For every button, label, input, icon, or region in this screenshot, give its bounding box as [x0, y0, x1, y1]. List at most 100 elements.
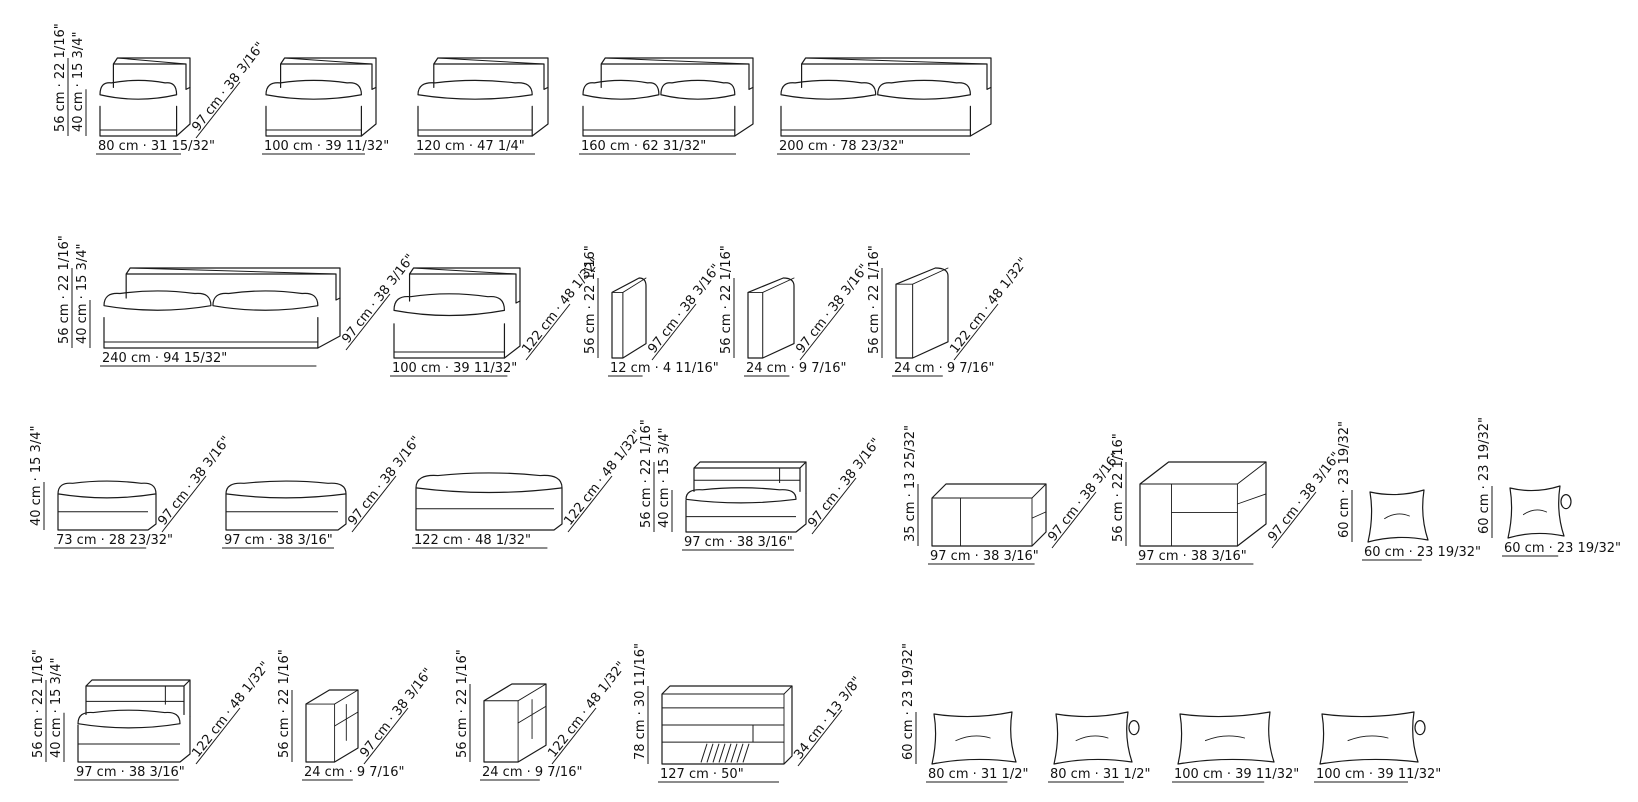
- backrest: [280, 57, 377, 90]
- cabinet-hatch-6: [736, 743, 744, 763]
- height-label: 56 cm · 22 1/16": [31, 649, 46, 758]
- seat-cushion: [417, 79, 533, 100]
- depth-dimension-line: [1271, 491, 1317, 549]
- item-panel-9: 24 cm · 9 7/16"56 cm · 22 1/16"122 cm · …: [867, 245, 1031, 377]
- item-sofa-2: 120 cm · 47 1/4": [414, 57, 549, 155]
- seat-cushion: [877, 79, 971, 100]
- seat-cushion: [57, 480, 157, 499]
- width-label: 73 cm · 28 23/32": [56, 533, 173, 548]
- item-sofa-5: 240 cm · 94 15/32"40 cm · 15 3/4"56 cm ·…: [57, 235, 418, 367]
- height-label: 56 cm · 22 1/16": [53, 23, 68, 132]
- cabinet-body: [661, 685, 793, 765]
- item-cushion-22: 80 cm · 31 1/2" 60 cm · 23 19/32": [901, 643, 1028, 783]
- sofa-base-side: [503, 300, 521, 359]
- sofa-base-side: [734, 86, 754, 137]
- width-label: 80 cm · 31 1/2": [928, 767, 1028, 782]
- sofa-base: [417, 105, 533, 137]
- item-panel-8: 24 cm · 9 7/16"56 cm · 22 1/16"97 cm · 3…: [719, 245, 872, 377]
- width-label: 24 cm · 9 7/16": [482, 765, 582, 780]
- seat-cushion: [660, 79, 736, 100]
- item-table-14: 97 cm · 38 3/16"35 cm · 13 25/32"97 cm ·…: [903, 425, 1124, 565]
- item-cabinet-21: 127 cm · 50"78 cm · 30 11/16"34 cm · 13 …: [633, 643, 865, 783]
- depth-label: 97 cm · 38 3/16": [793, 262, 872, 357]
- shelf-backrest: [693, 461, 807, 495]
- cushion-fold: [1347, 735, 1389, 742]
- height-label: 40 cm · 15 3/4": [29, 426, 44, 526]
- seat-base: [685, 492, 807, 533]
- item-shelfsofa-18: 97 cm · 38 3/16"40 cm · 15 3/4"56 cm · 2…: [31, 649, 273, 781]
- depth-label: 122 cm · 48 1/32": [189, 659, 273, 760]
- bookcase-body: [305, 689, 359, 763]
- cube-body: [1139, 461, 1267, 547]
- width-label: 97 cm · 38 3/16": [684, 535, 793, 550]
- cushion-fold: [1384, 513, 1410, 520]
- seat-height-label: 40 cm · 15 3/4": [657, 428, 672, 528]
- item-cushion-23: 80 cm · 31 1/2": [1048, 711, 1150, 783]
- depth-label: 122 cm · 48 1/32": [561, 427, 645, 528]
- seat-cushion: [685, 487, 797, 504]
- height-label: 60 cm · 23 19/32": [1337, 421, 1352, 538]
- pouf-base: [57, 493, 157, 531]
- width-label: 80 cm · 31 1/2": [1050, 767, 1150, 782]
- height-label: 60 cm · 23 19/32": [901, 643, 916, 760]
- backrest-edge: [130, 267, 337, 275]
- depth-dimension-line: [345, 293, 391, 351]
- item-cushion-25: 100 cm · 39 11/32": [1314, 711, 1441, 783]
- item-cube-15: 97 cm · 38 3/16"56 cm · 22 1/16"97 cm · …: [1111, 433, 1344, 565]
- table-edges: [931, 483, 1047, 547]
- sofa-base: [265, 105, 362, 137]
- shelf-backrest: [85, 679, 191, 718]
- backrest: [408, 267, 521, 304]
- height-label: 56 cm · 22 1/16": [867, 245, 882, 354]
- cube-edges: [1139, 461, 1267, 547]
- depth-label: 97 cm · 38 3/16": [345, 434, 424, 529]
- sofa-base: [582, 105, 736, 137]
- seat-cushion: [99, 79, 178, 100]
- item-sofa-3: 160 cm · 62 31/32": [579, 57, 754, 155]
- width-label: 60 cm · 23 19/32": [1504, 541, 1621, 556]
- sofa-base-side: [969, 86, 992, 137]
- width-label: 100 cm · 39 11/32": [1174, 767, 1299, 782]
- seat-height-label: 40 cm · 15 3/4": [71, 32, 86, 132]
- depth-label: 122 cm · 48 1/32": [545, 659, 629, 760]
- width-label: 127 cm · 50": [660, 767, 744, 782]
- height-label: 35 cm · 13 25/32": [903, 425, 918, 542]
- cushion-fold: [955, 735, 991, 742]
- item-sofa-1: 100 cm · 39 11/32": [262, 57, 389, 155]
- depth-label: 97 cm · 38 3/16": [155, 434, 234, 529]
- item-cushion-17: 60 cm · 23 19/32" 60 cm · 23 19/32": [1477, 417, 1621, 557]
- seat-cushion: [582, 79, 660, 100]
- height-label: 56 cm · 22 1/16": [57, 235, 72, 344]
- backrest: [112, 57, 191, 90]
- cabinet-hatch-5: [730, 743, 738, 763]
- sofa-base-side: [360, 86, 377, 137]
- item-pouf-10: 73 cm · 28 23/32" 40 cm · 15 3/4" 97 cm · …: [29, 426, 234, 549]
- pouf-base: [415, 487, 563, 531]
- sofa-base: [393, 323, 506, 359]
- panel-outline: [611, 277, 647, 359]
- item-pouf-12: 122 cm · 48 1/32"122 cm · 48 1/32": [412, 427, 645, 549]
- height-label: 56 cm · 22 1/16": [277, 649, 292, 758]
- backrest-edge: [805, 57, 988, 65]
- item-cushion-16: 60 cm · 23 19/32"60 cm · 23 19/32": [1337, 421, 1481, 561]
- depth-label: 34 cm · 13 3/8": [791, 674, 865, 762]
- backrest-edge: [605, 57, 750, 65]
- tassel-icon: [1560, 494, 1572, 510]
- panel-outline: [747, 277, 795, 359]
- depth-dimension-line: [195, 707, 241, 765]
- seat-cushion: [225, 480, 347, 499]
- depth-dimension-line: [797, 709, 843, 767]
- item-panel-7: 12 cm · 4 11/16"56 cm · 22 1/16"97 cm · …: [583, 245, 724, 377]
- width-label: 24 cm · 9 7/16": [746, 361, 846, 376]
- height-label: 60 cm · 23 19/32": [1477, 417, 1492, 534]
- depth-label: 97 cm · 38 3/16": [805, 436, 884, 531]
- sofa-base-side: [176, 86, 191, 137]
- seat-height-label: 40 cm · 15 3/4": [75, 244, 90, 344]
- width-label: 97 cm · 38 3/16": [76, 765, 185, 780]
- bookcase-shelves: [517, 699, 547, 740]
- depth-dimension-line: [799, 303, 845, 361]
- sofa-base: [103, 317, 319, 349]
- cabinet-hatch-0: [700, 743, 708, 763]
- bookcase-edges: [483, 683, 547, 763]
